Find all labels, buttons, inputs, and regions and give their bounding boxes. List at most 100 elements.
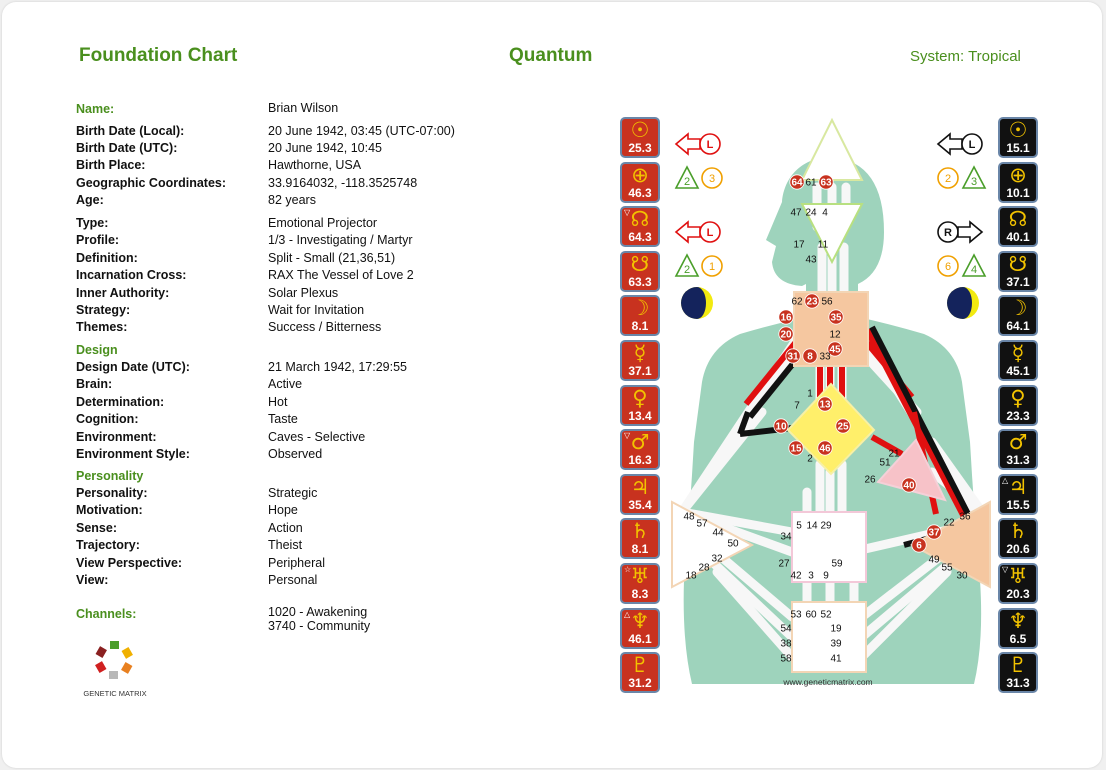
info-row: Determination:Hot [76, 395, 526, 412]
gate-label: 43 [805, 255, 817, 266]
info-label: Brain: [76, 377, 113, 392]
info-row: Themes:Success / Bitterness [76, 320, 526, 337]
planet-gate-value: 25.3 [628, 141, 652, 155]
gate-label: 51 [879, 458, 891, 469]
gate-label: 4 [822, 208, 828, 219]
planet-gate-value: 37.1 [628, 364, 652, 378]
design-arrow-top: L [674, 132, 721, 156]
info-value: 82 years [268, 192, 316, 207]
gate-label: 63 [820, 178, 832, 189]
gate-label: 52 [820, 610, 832, 621]
sacral-center [791, 511, 867, 583]
planet-gate-value: 8.1 [631, 319, 649, 334]
gate-label: 24 [805, 208, 817, 219]
info-value: Theist [268, 538, 303, 553]
venus-icon: ♀ [1010, 385, 1026, 410]
design-variable-top: 2 3 [674, 165, 723, 189]
planet-gate-value: 35.4 [628, 497, 652, 512]
info-row: Sense: Action [76, 521, 526, 538]
gate-label: 17 [793, 240, 805, 251]
svg-text:3: 3 [709, 173, 715, 185]
gate-label: 14 [806, 521, 818, 532]
gate-label: 28 [698, 563, 710, 574]
saturn-icon: ♄ [1008, 519, 1028, 544]
design-venus-tile: ♀13.4 [620, 384, 660, 426]
logo-text: GENETIC MATRIX [83, 689, 146, 698]
info-value: Action [268, 520, 303, 535]
info-label: Sense: [76, 520, 117, 535]
info-row: Definition:Split - Small (21,36,51) [76, 251, 526, 268]
solar-plexus-center [909, 500, 991, 589]
personality-venus-tile: ♀23.3 [998, 384, 1038, 426]
gate-label: 26 [864, 475, 876, 486]
design-variables: L 2 3 L 2 1 [674, 132, 723, 277]
svg-text:6: 6 [945, 261, 951, 273]
earth-icon: ⊕ [631, 162, 649, 187]
name-value: Brian Wilson [268, 101, 339, 115]
gate-label: 60 [805, 610, 817, 621]
personality-pluto-tile: ♇31.3 [998, 652, 1038, 694]
system-label: System: Tropical [910, 48, 1021, 65]
design-mercury-tile: ☿37.1 [620, 340, 660, 381]
channel-item: 3740 - Community [268, 618, 371, 633]
gate-active-dot [901, 477, 917, 493]
gate-label: 35 [830, 313, 842, 324]
info-label: Environment Style: [76, 447, 190, 461]
info-value: 33.9164032, -118.3525748 [268, 175, 418, 190]
gate-active-dot [778, 309, 794, 325]
gate-active-dot [789, 174, 805, 190]
gate-active-dot [926, 524, 942, 540]
gate-label: 40 [903, 481, 915, 492]
gate-active-dot [828, 309, 844, 325]
planet-gate-value: 40.1 [1006, 230, 1030, 245]
personality-moon-tile: ☽64.1 [998, 295, 1038, 337]
info-label: Personality: [76, 486, 148, 500]
planet-gate-value: 64.1 [1006, 319, 1030, 334]
gate-label: 48 [683, 512, 695, 523]
info-row: Design Date (UTC):21 March 1942, 17:29:5… [76, 360, 526, 377]
info-value: Split - Small (21,36,51) [268, 250, 396, 265]
name-label: Name: [76, 102, 115, 116]
planet-gate-value: 63.3 [628, 274, 652, 289]
svg-text:4: 4 [971, 264, 977, 276]
info-row: View Perspective:Peripheral [76, 556, 526, 573]
info-row: Cognition:Taste [76, 412, 526, 429]
gate-active-dot [788, 440, 804, 456]
personality-arrow-top: L [936, 132, 983, 156]
info-row: Personality: Strategic [76, 486, 526, 503]
personality-neptune-tile: ♆6.5 [998, 607, 1038, 649]
gate-label: 58 [780, 654, 792, 665]
gate-active-dot [827, 341, 843, 357]
gate-active-dot [835, 418, 851, 434]
gate-active-dot [778, 326, 794, 342]
info-row: Incarnation Cross:RAX The Vessel of Love… [76, 268, 526, 285]
info-value: Success / Bitterness [268, 320, 382, 335]
planet-gate-value: 31.3 [1006, 453, 1030, 468]
moon-phase-personality-icon [947, 287, 979, 319]
info-row: Birth Date (Local):20 June 1942, 03:45 (… [76, 124, 526, 141]
info-label: Birth Place: [76, 158, 146, 173]
gate-active-dot [911, 537, 927, 553]
info-value: 20 June 1942, 10:45 [268, 141, 382, 156]
planet-gate-value: 31.3 [1006, 676, 1030, 691]
gate-label: 38 [780, 639, 792, 650]
info-row: Type:Emotional Projector [76, 216, 526, 233]
moon-phase-design-icon [681, 287, 713, 319]
gate-label: 53 [790, 610, 802, 621]
earth-icon: ⊕ [1009, 162, 1027, 187]
gate-label: 9 [823, 571, 829, 582]
mars-icon: ♂ [630, 430, 650, 455]
g-center [786, 382, 876, 476]
gate-label: 47 [790, 208, 802, 219]
planet-gate-value: 6.5 [1009, 631, 1027, 646]
gate-active-dot [818, 174, 834, 190]
info-row: Environment Style:Observed [76, 447, 526, 464]
info-value: Active [268, 377, 303, 392]
gate-label: 54 [780, 624, 792, 635]
info-label: Motivation: [76, 503, 143, 518]
quantum-title: Quantum [509, 45, 593, 66]
info-value: Strategic [268, 486, 318, 500]
info-label: Profile: [76, 233, 120, 248]
gate-label: 37 [928, 528, 940, 539]
personality-sun-tile: ☉15.1 [998, 117, 1038, 158]
